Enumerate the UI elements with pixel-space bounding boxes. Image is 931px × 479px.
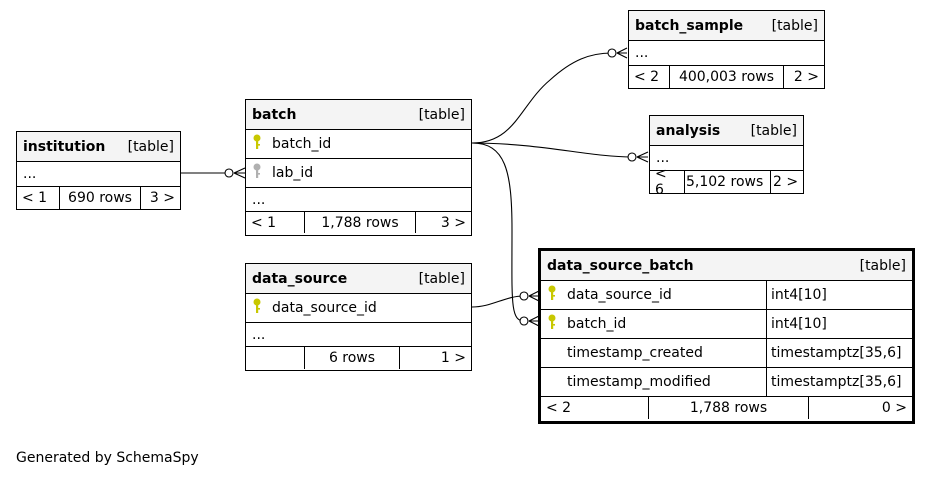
row-count: 1,788 rows [648, 397, 808, 419]
table-batch-sample[interactable]: batch_sample [table] ... < 2 400,003 row… [628, 10, 825, 89]
prev-link[interactable]: < 1 [251, 214, 277, 231]
table-header: batch_sample [table] [629, 11, 824, 41]
prev-link[interactable]: < 2 [634, 69, 660, 85]
table-name[interactable]: data_source_batch [547, 257, 694, 274]
column-name: lab_id [272, 165, 314, 181]
next-link[interactable]: 3 > [140, 187, 180, 209]
ellipsis-row: ... [17, 162, 180, 187]
table-name[interactable]: batch_sample [635, 17, 744, 34]
ellipsis: ... [656, 150, 670, 166]
ellipsis: ... [252, 326, 266, 343]
column-name: batch_id [567, 316, 627, 332]
column-name: batch_id [272, 136, 332, 152]
table-footer: < 6 5,102 rows 2 > [650, 166, 803, 198]
table-header: batch [table] [246, 100, 471, 130]
column-type: timestamptz[35,6] [766, 339, 912, 367]
column-row: data_source_id [246, 294, 471, 323]
row-count: 5,102 rows [684, 171, 770, 193]
column-name: data_source_id [567, 287, 672, 303]
table-data-source[interactable]: data_source [table] data_source_id ... 6… [245, 263, 472, 371]
row-count: 1,788 rows [304, 212, 415, 233]
table-institution[interactable]: institution [table] ... < 1 690 rows 3 > [16, 131, 181, 210]
table-kind: [table] [859, 257, 906, 274]
table-data-source-batch[interactable]: data_source_batch [table] data_source_id… [538, 248, 915, 424]
column-row: data_source_id int4[10] [541, 281, 912, 310]
ellipsis: ... [23, 166, 37, 182]
row-count: 6 rows [304, 347, 399, 369]
primary-key-icon [547, 285, 561, 305]
prev-link[interactable]: < 6 [655, 166, 667, 198]
generated-by-label: Generated by SchemaSpy [16, 450, 199, 466]
column-row: lab_id [246, 159, 471, 188]
row-count: 400,003 rows [669, 66, 783, 88]
column-type: int4[10] [766, 281, 912, 309]
table-kind: [table] [418, 106, 465, 123]
table-batch[interactable]: batch [table] batch_id lab_id ... < 1 1,… [245, 99, 472, 236]
ellipsis-row: ... [650, 146, 803, 171]
primary-key-icon [547, 314, 561, 334]
table-footer: < 1 1,788 rows 3 > [246, 212, 471, 233]
ellipsis: ... [635, 45, 649, 61]
table-header: data_source_batch [table] [541, 251, 912, 281]
column-row: timestamp_modified timestamptz[35,6] [541, 368, 912, 397]
prev-link[interactable]: < 2 [546, 400, 572, 416]
table-header: data_source [table] [246, 264, 471, 294]
ellipsis-row: ... [246, 323, 471, 347]
table-name[interactable]: batch [252, 106, 297, 123]
table-header: institution [table] [17, 132, 180, 162]
table-header: analysis [table] [650, 116, 803, 146]
prev-link[interactable] [246, 347, 304, 369]
ellipsis-row: ... [246, 188, 471, 212]
table-analysis[interactable]: analysis [table] ... < 6 5,102 rows 2 > [649, 115, 804, 198]
table-footer: < 2 400,003 rows 2 > [629, 66, 824, 88]
table-name[interactable]: institution [23, 138, 106, 155]
ellipsis: ... [252, 191, 266, 208]
table-kind: [table] [127, 138, 174, 155]
next-link[interactable]: 2 > [770, 171, 803, 193]
table-footer: < 1 690 rows 3 > [17, 187, 180, 209]
column-name: data_source_id [272, 300, 377, 316]
column-row: batch_id int4[10] [541, 310, 912, 339]
next-link[interactable]: 2 > [783, 66, 824, 88]
column-type: timestamptz[35,6] [766, 368, 912, 396]
column-name: timestamp_created [567, 345, 703, 361]
table-footer: 6 rows 1 > [246, 347, 471, 369]
column-name: timestamp_modified [567, 374, 711, 390]
row-count: 690 rows [59, 187, 140, 209]
column-row: batch_id [246, 130, 471, 159]
prev-link[interactable]: < 1 [22, 190, 48, 206]
primary-key-icon [252, 298, 266, 318]
column-type: int4[10] [766, 310, 912, 338]
table-name[interactable]: data_source [252, 270, 348, 287]
foreign-key-icon [252, 163, 266, 183]
next-link[interactable]: 0 > [808, 397, 912, 419]
ellipsis-row: ... [629, 41, 824, 66]
column-row: timestamp_created timestamptz[35,6] [541, 339, 912, 368]
next-link[interactable]: 3 > [415, 212, 471, 233]
primary-key-icon [252, 134, 266, 154]
table-kind: [table] [418, 270, 465, 287]
next-link[interactable]: 1 > [399, 347, 471, 369]
table-kind: [table] [750, 122, 797, 139]
table-footer: < 2 1,788 rows 0 > [541, 397, 912, 419]
table-kind: [table] [771, 17, 818, 34]
table-name[interactable]: analysis [656, 122, 721, 139]
